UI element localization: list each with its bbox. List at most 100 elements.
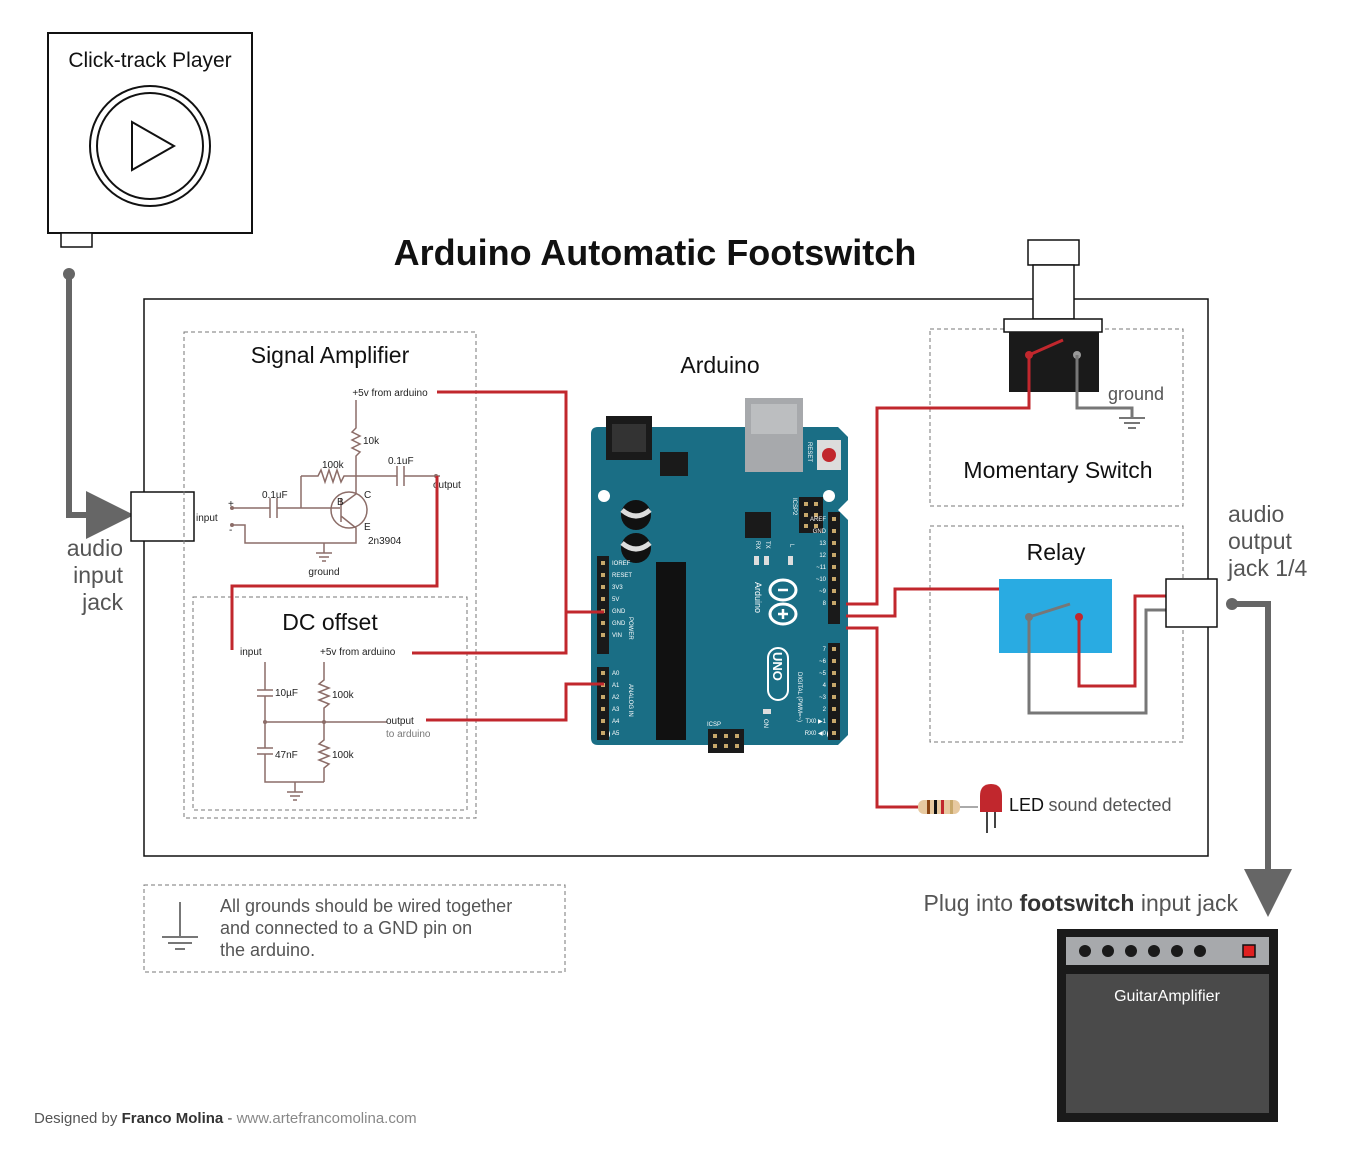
- pin-label: A5: [612, 731, 620, 737]
- amp-knobs: [1079, 945, 1206, 957]
- pin-label: TX0 ▶1: [805, 719, 826, 725]
- pin-label: A1: [612, 683, 620, 689]
- signal-amplifier-panel: Signal Amplifier +5v from arduino 10k 10…: [183, 331, 477, 819]
- transistor-symbol: [330, 491, 368, 529]
- svg-text:100k: 100k: [332, 690, 355, 701]
- svg-text:0.1uF: 0.1uF: [262, 490, 288, 501]
- amp-output-label: output: [433, 480, 461, 491]
- pin-label: 2: [823, 707, 827, 713]
- pin-label: GND: [612, 621, 626, 627]
- pin-label: A3: [612, 707, 620, 713]
- play-icon: [131, 120, 177, 172]
- svg-text:2n3904: 2n3904: [368, 536, 402, 547]
- svg-text:UNO: UNO: [770, 652, 785, 681]
- relay-red-wire: [1077, 594, 1166, 688]
- header-pin: [832, 719, 836, 723]
- dc-output-wire: [426, 682, 604, 722]
- click-track-player: Click-track Player: [47, 32, 253, 248]
- arduino-logo: [768, 578, 798, 626]
- dc-input-label: input: [240, 647, 262, 658]
- led-icon: [980, 784, 1002, 833]
- relay-title: Relay: [1027, 539, 1086, 565]
- usb-chip: [745, 512, 771, 538]
- header-pin: [832, 647, 836, 651]
- svg-text:POWER: POWER: [627, 617, 633, 640]
- led-wire: [846, 626, 918, 809]
- arduino-brand: Arduino: [753, 582, 763, 613]
- header-pin: [601, 621, 605, 625]
- pin-label: RESET: [612, 573, 632, 579]
- svg-text:-: -: [229, 525, 232, 536]
- output-cable: [1232, 601, 1292, 917]
- header-pin: [601, 731, 605, 735]
- dc-supply-label: +5v from arduino: [320, 647, 396, 658]
- resistor: [918, 800, 978, 814]
- svg-text:DIGITAL (PWM=~): DIGITAL (PWM=~): [796, 672, 802, 722]
- guitar-amplifier: GuitarAmplifier: [1057, 929, 1278, 1122]
- amp-power-light: [1242, 944, 1256, 958]
- pin-label: 3V3: [612, 585, 623, 591]
- svg-text:ON: ON: [762, 719, 768, 728]
- switch-ground-icon: [1119, 417, 1145, 429]
- digital-header-bottom: [828, 643, 840, 740]
- header-pin: [601, 707, 605, 711]
- diagram-title: Arduino Automatic Footswitch: [394, 232, 917, 273]
- svg-text:0.1uF: 0.1uF: [388, 456, 414, 467]
- header-pin: [601, 633, 605, 637]
- header-pin: [601, 597, 605, 601]
- dc-ground-icon: [287, 782, 303, 801]
- svg-text:input: input: [73, 562, 123, 588]
- svg-text:audio: audio: [67, 535, 123, 561]
- dc-output-label: output: [386, 716, 414, 727]
- player-label: Click-track Player: [68, 49, 231, 72]
- pin-label: VIN: [612, 633, 622, 639]
- svg-text:output: output: [1228, 528, 1293, 554]
- header-pin: [832, 601, 836, 605]
- amp-ground-icon: [316, 543, 332, 562]
- header-pin: [601, 671, 605, 675]
- pin-label: RX0 ◀0: [805, 731, 827, 737]
- svg-text:B: B: [337, 497, 344, 508]
- footswitch-body: [1003, 239, 1103, 392]
- header-pin: [601, 573, 605, 577]
- svg-text:jack: jack: [81, 589, 123, 615]
- icsp2-header: [799, 497, 823, 533]
- pin-label: IOREF: [612, 561, 631, 567]
- amp-output-wire: [230, 476, 439, 650]
- pin-label: ~6: [819, 659, 827, 665]
- pin-label: 13: [819, 541, 826, 547]
- plug-instruction: Plug into footswitch input jack: [924, 890, 1239, 916]
- pin-label: ~3: [819, 695, 827, 701]
- header-pin: [832, 541, 836, 545]
- voltage-regulator: [660, 452, 688, 476]
- credit-line: Designed by Franco Molina - www.artefran…: [34, 1110, 417, 1127]
- dc-offset-panel: DC offset input +5v from arduino 10µF 10…: [192, 596, 468, 811]
- header-pin: [832, 695, 836, 699]
- pin-label: 7: [823, 647, 827, 653]
- header-pin: [832, 683, 836, 687]
- svg-text:TX: TX: [764, 541, 770, 549]
- switch-ground-wire: [1075, 355, 1134, 418]
- amp-label: GuitarAmplifier: [1114, 988, 1220, 1005]
- pin-label: 5V: [612, 597, 619, 603]
- svg-text:ICSP2: ICSP2: [791, 498, 797, 516]
- pin-label: A2: [612, 695, 620, 701]
- header-pin: [832, 577, 836, 581]
- svg-text:the arduino.: the arduino.: [220, 940, 315, 960]
- main-enclosure: [143, 298, 1209, 857]
- power-header: [597, 556, 609, 654]
- pin-label: 4: [823, 683, 827, 689]
- header-pin: [601, 561, 605, 565]
- header-pin: [832, 517, 836, 521]
- svg-text:10µF: 10µF: [275, 688, 298, 699]
- header-pin: [832, 589, 836, 593]
- player-jack: [60, 232, 93, 248]
- analog-header: [597, 667, 609, 740]
- pin-label: ~10: [816, 577, 827, 583]
- header-pin: [832, 731, 836, 735]
- arduino-title: Arduino: [680, 352, 759, 378]
- svg-text:C: C: [364, 490, 371, 501]
- header-pin: [601, 585, 605, 589]
- audio-output-label: audio output jack 1/4: [1227, 501, 1307, 581]
